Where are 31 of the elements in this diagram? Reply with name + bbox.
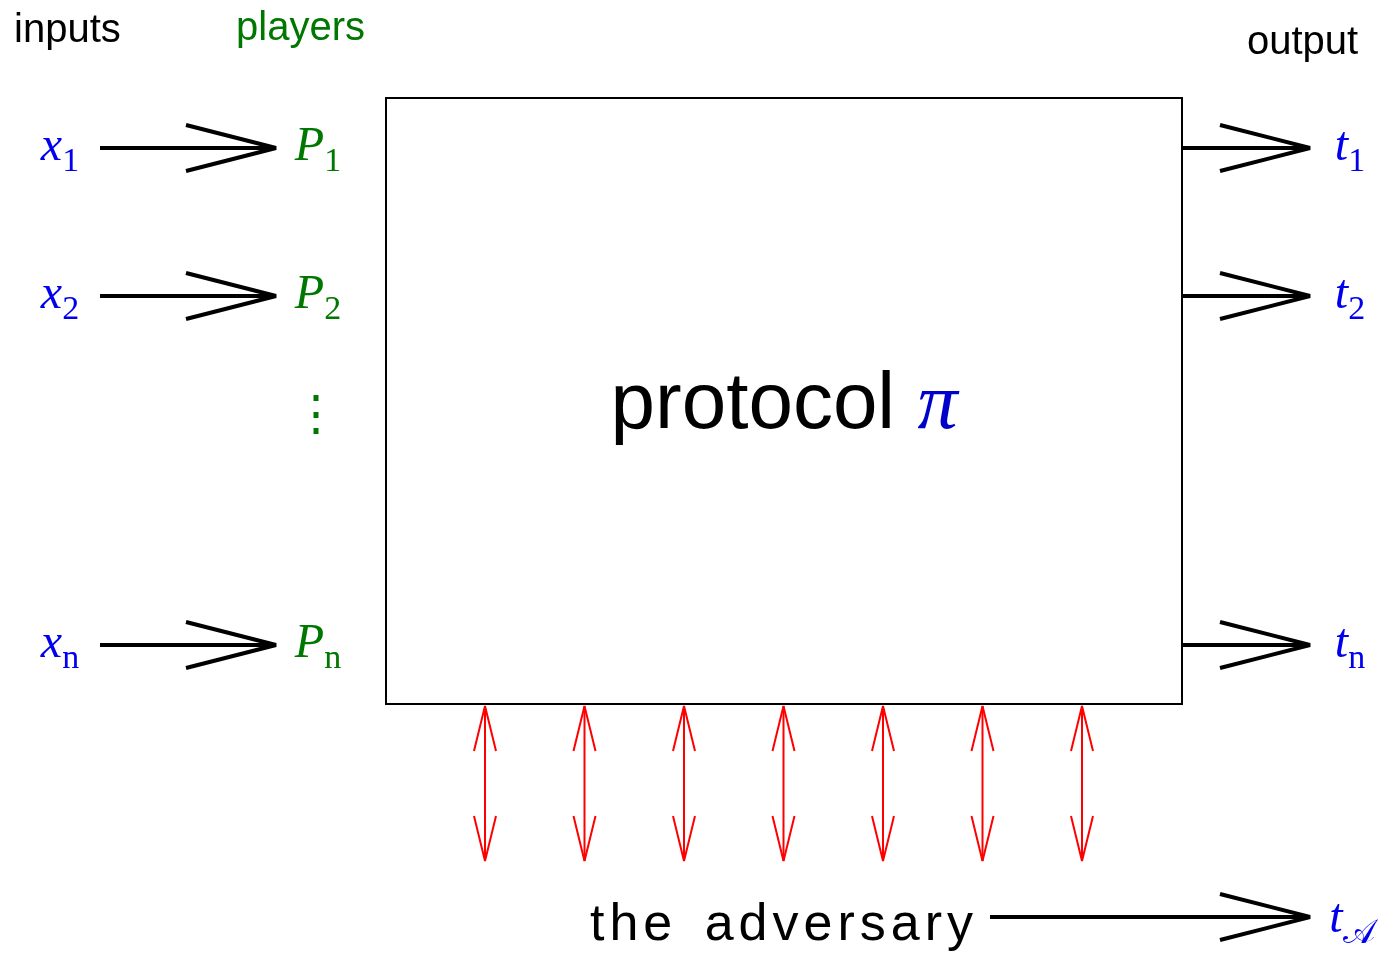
- arrow: [1183, 620, 1312, 670]
- math-symbol: t$_{1}$: [1310, 118, 1390, 178]
- adversary-label: the adversary: [578, 862, 990, 952]
- math-symbol: P$_{n}$: [276, 615, 360, 675]
- math-symbol: t$_{2}$: [1310, 266, 1390, 326]
- double-arrow: [473, 705, 497, 862]
- protocol-box: [385, 97, 1183, 705]
- math-symbol: x$_{2}$: [20, 266, 100, 326]
- column-heading: inputs: [14, 8, 121, 48]
- math-symbol: P$_{2}$: [276, 266, 360, 326]
- arrow: [100, 620, 278, 670]
- math-symbol: P$_{1}$: [276, 118, 360, 178]
- column-heading: players: [236, 6, 365, 46]
- arrow: [100, 271, 278, 321]
- double-arrow: [970, 705, 995, 862]
- math-symbol: x$_{n}$: [20, 615, 100, 675]
- arrow: [990, 892, 1312, 942]
- double-arrow: [871, 705, 895, 862]
- double-arrow: [771, 705, 796, 862]
- arrow: [100, 123, 278, 173]
- double-arrow: [1070, 705, 1094, 862]
- protocol-label: protocol π: [610, 355, 958, 447]
- column-heading: output: [1247, 20, 1359, 60]
- math-symbol: x$_{1}$: [20, 118, 100, 178]
- double-arrow: [572, 705, 597, 862]
- double-arrow: [672, 705, 696, 862]
- math-symbol: t$_{𝒜}$: [1310, 890, 1394, 950]
- math-symbol: t$_{n}$: [1310, 615, 1390, 675]
- ellipsis: ⋮: [292, 390, 340, 438]
- arrow: [1183, 123, 1312, 173]
- arrow: [1183, 271, 1312, 321]
